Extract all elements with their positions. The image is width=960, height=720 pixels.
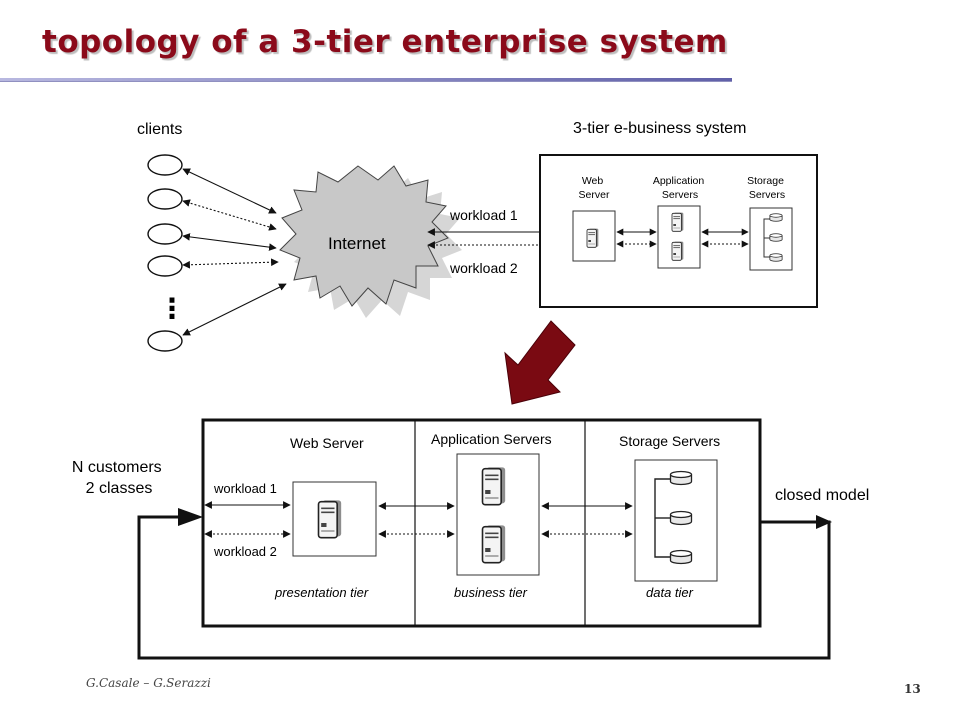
- disk-icon: [769, 233, 783, 242]
- presentation-tier-label: presentation tier: [274, 585, 369, 600]
- workload1-label-bottom: workload 1: [213, 481, 277, 496]
- app-servers-label-top: Application Servers: [653, 175, 707, 201]
- closed-model-label: closed model: [775, 487, 869, 504]
- server-icon: [481, 524, 507, 564]
- server-icon: [671, 241, 684, 261]
- client-node: [147, 188, 183, 210]
- disk-icon: [669, 470, 693, 486]
- page-number: 13: [904, 682, 921, 696]
- internet-cloud: [279, 165, 449, 307]
- workload2-label-top: workload 2: [449, 260, 518, 276]
- storage-servers-label-top: Storage Servers: [747, 175, 787, 201]
- data-tier-label: data tier: [646, 585, 694, 600]
- client-node: [147, 330, 183, 352]
- author-footer: G.Casale – G.Serazzi: [86, 676, 211, 690]
- title-underline: [0, 78, 732, 82]
- business-tier-label: business tier: [454, 585, 528, 600]
- app-servers-title: Application Servers: [431, 431, 552, 447]
- workload2-label-bottom: workload 2: [213, 544, 277, 559]
- client-node: [147, 223, 183, 245]
- web-server-title: Web Server: [290, 435, 364, 451]
- disk-icon: [769, 213, 783, 222]
- client-nodes: [147, 154, 183, 352]
- clients-label: clients: [137, 121, 182, 138]
- client-link: [182, 168, 277, 214]
- workload1-label-top: workload 1: [449, 207, 518, 223]
- storage-servers-title: Storage Servers: [619, 433, 720, 449]
- server-icon: [586, 228, 599, 248]
- customers-label: N customers 2 classes: [72, 459, 166, 497]
- client-link: [182, 199, 277, 231]
- client-node: [147, 154, 183, 176]
- server-icon: [671, 212, 684, 232]
- web-server-label-top: Web Server: [579, 175, 610, 201]
- clients-ellipsis: ⋮: [158, 293, 186, 324]
- transformation-arrow: [504, 320, 576, 405]
- slide-title: topology of a 3-tier enterprise system: [42, 24, 728, 60]
- closed-loop-entry-arrowhead: [178, 508, 203, 526]
- server-icon: [317, 499, 343, 539]
- client-link: [182, 258, 279, 269]
- closed-loop-exit-arrowhead: [816, 515, 832, 529]
- system-title: 3-tier e-business system: [573, 120, 746, 137]
- client-links: [182, 168, 287, 336]
- client-link: [182, 283, 287, 336]
- client-link: [182, 233, 277, 251]
- internet-label: Internet: [328, 234, 386, 253]
- disk-icon: [669, 510, 693, 526]
- client-node: [147, 255, 183, 277]
- disk-icon: [769, 253, 783, 262]
- disk-icon: [669, 549, 693, 565]
- server-icon: [481, 466, 507, 506]
